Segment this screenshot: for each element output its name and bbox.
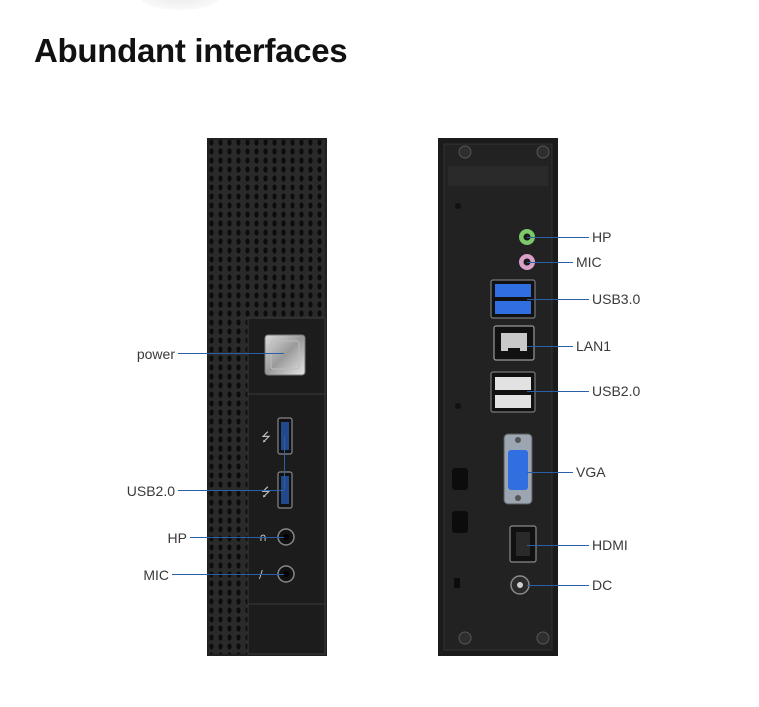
label-rear-vga: VGA [576, 464, 606, 480]
vga-callout-line [527, 472, 573, 473]
mic-rear-callout-line [527, 262, 573, 263]
label-power: power [136, 346, 175, 362]
usb2-rear-callout-line [527, 391, 589, 392]
lan-callout-line [527, 346, 573, 347]
label-rear-hdmi: HDMI [592, 537, 628, 553]
svg-text:⭍: ⭍ [261, 430, 271, 444]
label-rear-hp: HP [592, 229, 612, 245]
label-front-hp: HP [167, 530, 187, 546]
label-rear-usb3: USB3.0 [592, 291, 641, 307]
label-front-mic: MIC [143, 567, 169, 583]
usb-front-callout-line [178, 490, 284, 491]
label-rear-usb2: USB2.0 [592, 383, 641, 399]
decorative-shadow [140, 0, 220, 10]
mic-front-callout-line [172, 574, 284, 575]
dc-callout-line [527, 585, 589, 586]
svg-text:⭍: ⭍ [261, 485, 271, 499]
label-rear-lan: LAN1 [576, 338, 612, 354]
page-title: Abundant interfaces [34, 32, 348, 69]
hp-rear-callout-line [527, 237, 589, 238]
hdmi-callout-line [527, 545, 589, 546]
usb-front-callout-vertical [284, 436, 285, 490]
label-front-usb: USB2.0 [126, 483, 175, 499]
label-rear-mic: MIC [576, 254, 602, 270]
power-callout-line [178, 353, 284, 354]
mini-pc-front-panel: ⭍ ⭍ ∩ ∕ [207, 138, 327, 656]
label-rear-dc: DC [592, 577, 613, 593]
mini-pc-rear-panel [438, 138, 558, 656]
hp-front-callout-line [190, 537, 284, 538]
usb3-callout-line [527, 299, 589, 300]
